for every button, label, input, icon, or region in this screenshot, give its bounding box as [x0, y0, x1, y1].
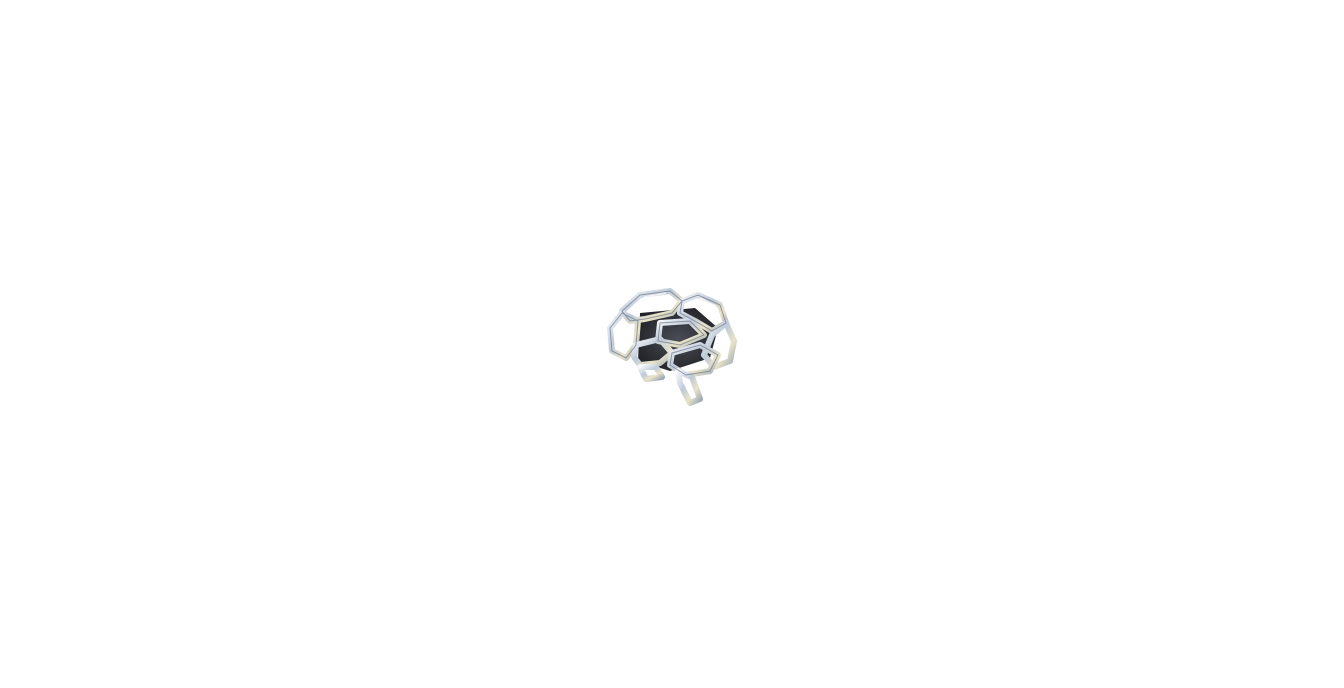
glass-brain-icon — [607, 288, 737, 406]
